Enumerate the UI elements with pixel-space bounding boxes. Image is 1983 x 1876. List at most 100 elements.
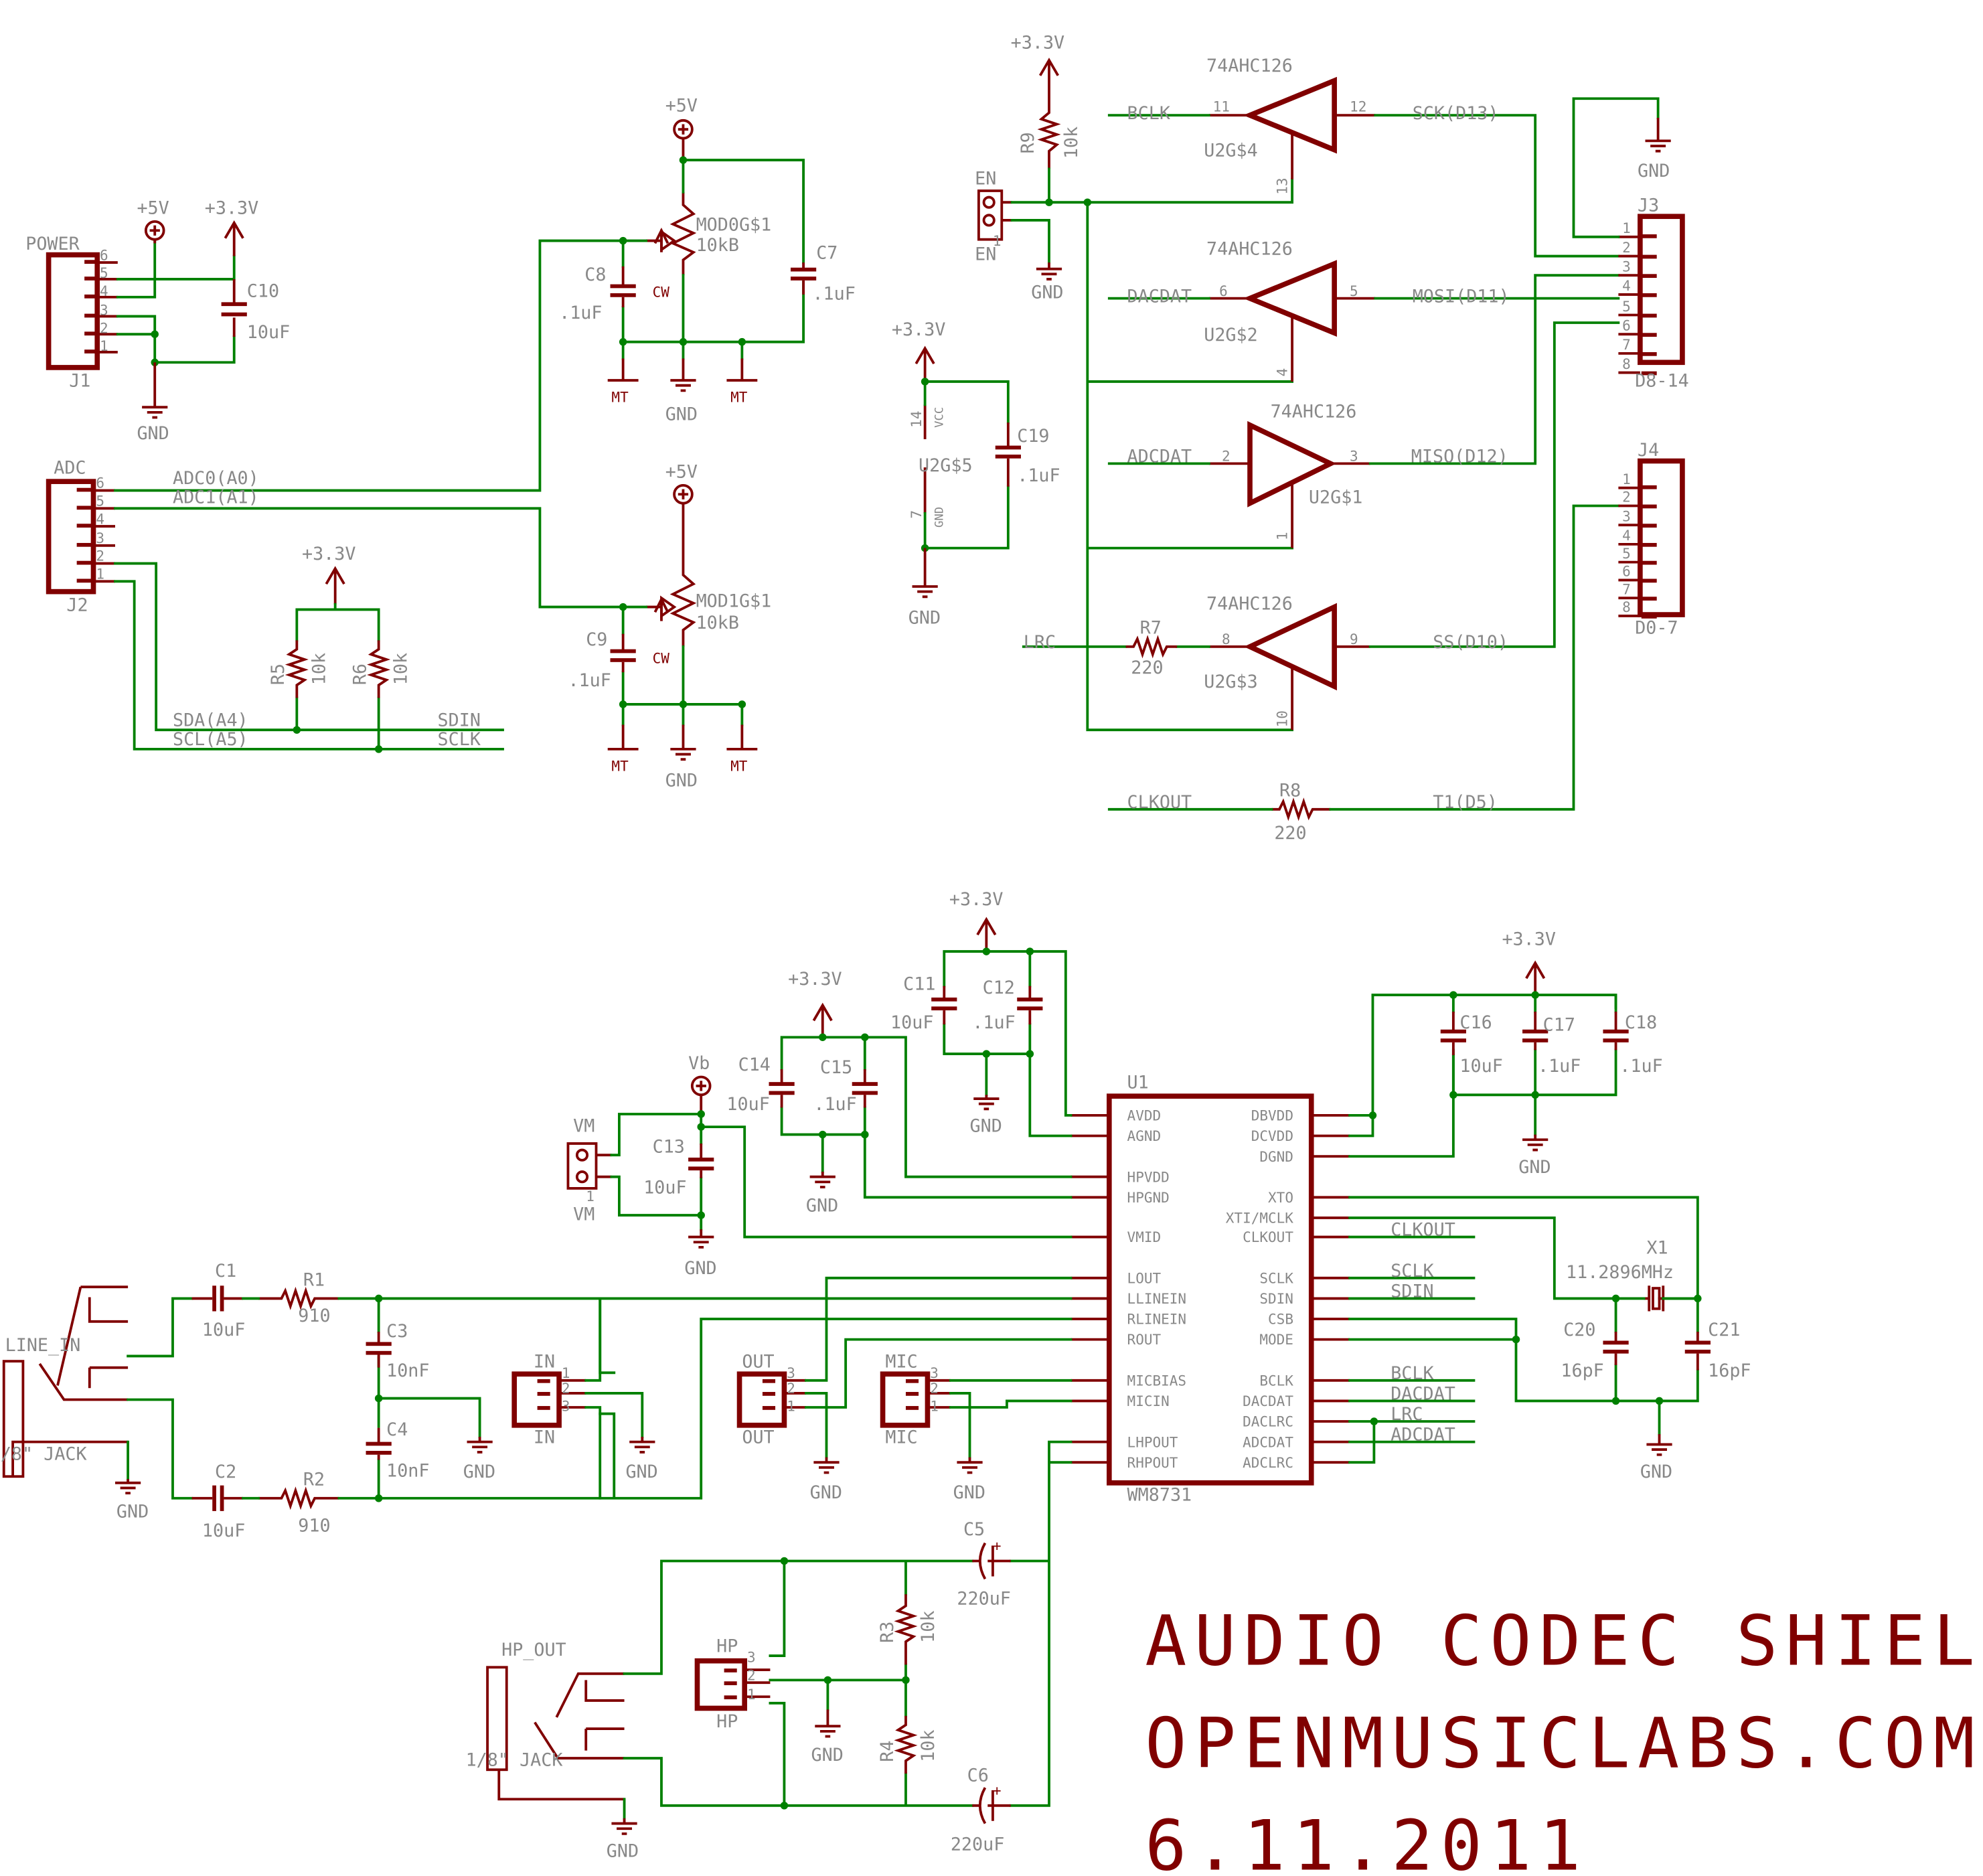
c14-ref: C14	[738, 1054, 771, 1075]
pin-label: 5	[96, 492, 104, 509]
pot0-cw: CW	[653, 284, 670, 301]
c15-capacitor: C15 .1uF	[813, 1057, 878, 1115]
gnd-symbol: GND	[607, 1818, 639, 1861]
pin-label: 3	[562, 1398, 570, 1415]
pin-label: 1	[1622, 220, 1631, 236]
pin-label: 2	[1622, 239, 1631, 256]
net-label: LRC	[1391, 1404, 1423, 1425]
net-label: MOSI(D11)	[1413, 286, 1510, 307]
p33v-label: +3.3V	[1011, 33, 1064, 54]
en-jumper[interactable]: EN EN 1	[975, 168, 1012, 264]
u2-power-unit: 14 VCC U2G$5 7 GND	[908, 404, 973, 528]
r1-value: 910	[298, 1306, 330, 1326]
c12-capacitor: C12 .1uF	[972, 978, 1043, 1033]
hp-out-name: HP_OUT	[501, 1640, 566, 1660]
u1-pin-dgnd: DGND	[1259, 1148, 1293, 1165]
p5v-symbol: +5V	[137, 198, 169, 244]
pin-label: 2	[1222, 448, 1231, 465]
p33v-symbol: +3.3V	[302, 544, 355, 605]
c15-value: .1uF	[813, 1094, 856, 1115]
r9-ref: R9	[1018, 132, 1038, 153]
line-in-name: LINE_IN	[5, 1335, 81, 1356]
gnd-label: GND	[665, 404, 698, 424]
u1-pin-agnd: AGND	[1127, 1127, 1162, 1144]
r4-resistor: R4 10k	[877, 1715, 939, 1774]
c4-ref: C4	[386, 1419, 408, 1440]
c13-ref: C13	[653, 1136, 685, 1157]
c10-ref: C10	[247, 281, 279, 302]
c20-ref: C20	[1563, 1320, 1595, 1340]
buffer-ref: U2G$2	[1204, 325, 1257, 345]
pot1-potentiometer: +5V MOD1G$1 10kB CW	[646, 461, 771, 667]
c3-capacitor: C3 10nF	[366, 1321, 430, 1381]
hp-header-label: HP	[716, 1711, 738, 1732]
c12-ref: C12	[983, 978, 1015, 998]
line-in-jack: LINE_IN 1/8" JACK	[0, 1285, 129, 1478]
in-header-label: IN	[534, 1427, 555, 1448]
c6-value: 220uF	[951, 1834, 1004, 1855]
c21-capacitor: C21 16pF	[1684, 1320, 1751, 1381]
u1-pin-clkout: CLKOUT	[1243, 1229, 1293, 1245]
hp-header[interactable]: HP HP 3 2 1	[694, 1636, 771, 1732]
r4-ref: R4	[877, 1741, 898, 1762]
u1-pin-lout: LOUT	[1127, 1269, 1162, 1286]
c8-ref: C8	[584, 264, 606, 285]
r1-resistor: R1 910	[258, 1269, 339, 1326]
net-label-sda: SDA(A4)	[173, 710, 248, 730]
c20-capacitor: C20 16pF	[1561, 1320, 1629, 1381]
net-label: SCK(D13)	[1413, 103, 1499, 124]
j4-connector: J4 D0-7 1 2 3 4 5 6 7 8	[1618, 440, 1685, 639]
c11-capacitor: C11 10uF	[890, 973, 957, 1033]
pin-label: 2	[1622, 489, 1631, 505]
title-line3: 6.11.2011	[1145, 1806, 1588, 1876]
pin-label: 3	[1622, 258, 1631, 275]
pin-label: 3	[96, 530, 104, 546]
pin-label: 1	[100, 337, 108, 354]
net-label: BCLK	[1127, 103, 1170, 124]
pin-label: 9	[1350, 631, 1358, 647]
gnd-label: GND	[811, 1745, 844, 1766]
gnd-label: GND	[1640, 1462, 1672, 1482]
r8-resistor: R8 220	[1271, 781, 1331, 844]
p33v-label: +3.3V	[1502, 929, 1555, 950]
pin-label: 2	[787, 1380, 795, 1397]
gnd-label: GND	[1031, 283, 1063, 303]
r5-value: 10k	[309, 653, 329, 685]
j4-name: D0-7	[1635, 618, 1678, 639]
c11-ref: C11	[903, 973, 935, 994]
pin-label: 7	[908, 510, 925, 519]
pin-label: 4	[1622, 277, 1631, 294]
mic-header[interactable]: MIC MIC 3 2 1	[880, 1352, 951, 1448]
buffer-ref: U2G$3	[1204, 672, 1257, 692]
r6-value: 10k	[391, 653, 412, 685]
u1-pin-llinein: LLINEIN	[1127, 1290, 1187, 1307]
hp-out-jack: HP_OUT 1/8" JACK	[466, 1640, 625, 1801]
net-label: T1(D5)	[1433, 792, 1498, 813]
r2-value: 910	[298, 1515, 330, 1536]
gnd-label: GND	[970, 1116, 1002, 1137]
r2-resistor: R2 910	[258, 1470, 339, 1537]
out-header[interactable]: OUT OUT 3 2 1	[736, 1352, 806, 1448]
gnd-symbol: GND	[953, 1457, 985, 1503]
x1-value: 11.2896MHz	[1566, 1262, 1674, 1283]
pin-label: GND	[933, 507, 946, 528]
pin-label: 2	[96, 548, 104, 564]
j2-ref: J2	[66, 595, 88, 615]
c10-value: 10uF	[247, 322, 290, 343]
r8-value: 220	[1274, 823, 1306, 844]
r5-ref: R5	[268, 663, 289, 685]
u1-pin-hpgnd: HPGND	[1127, 1189, 1170, 1206]
c5-capacitor: + C5 220uF	[957, 1519, 1010, 1609]
buffer-u2g1: 74AHC126 U2G$1 2 3 1	[1208, 402, 1370, 548]
pot0-value: 10kB	[696, 235, 739, 256]
vb-label: Vb	[688, 1053, 710, 1074]
in-header[interactable]: IN IN 1 2 3	[511, 1352, 586, 1448]
title-line2: OPENMUSICLABS.COM	[1145, 1703, 1982, 1784]
r3-resistor: R3 10k	[877, 1594, 939, 1665]
vm-jumper[interactable]: VM VM 1	[566, 1116, 612, 1225]
gnd-symbol: GND	[625, 1436, 658, 1482]
r2-ref: R2	[303, 1470, 325, 1490]
c1-capacitor: C1 10uF	[191, 1261, 245, 1340]
gnd-label: GND	[810, 1482, 842, 1503]
